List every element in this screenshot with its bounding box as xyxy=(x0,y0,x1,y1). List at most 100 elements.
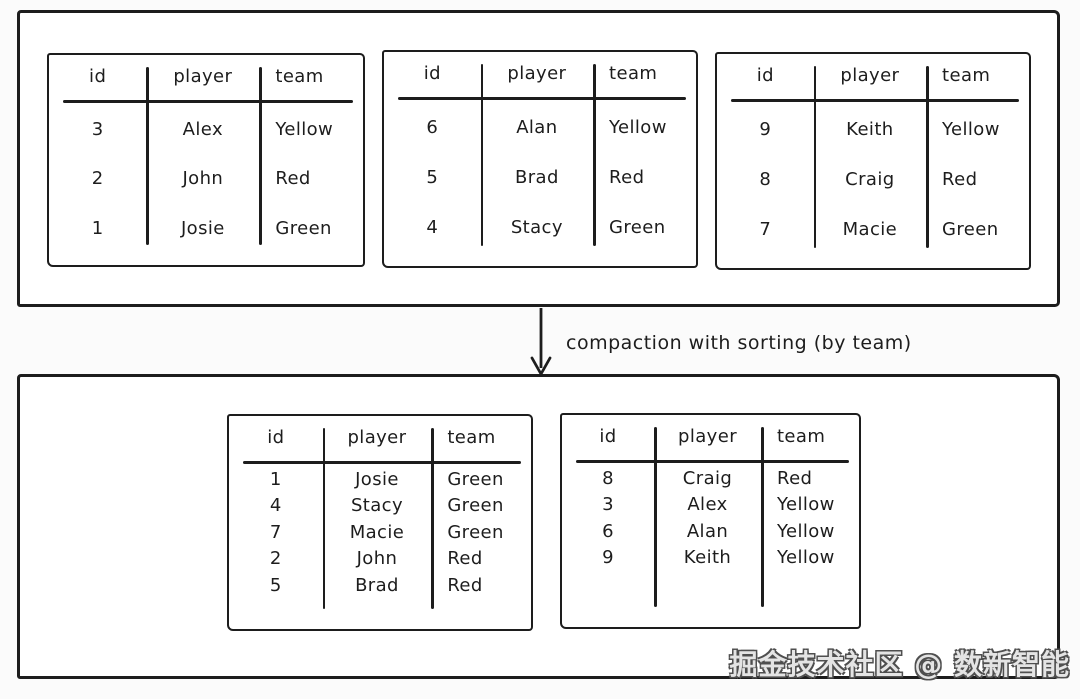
table-cell-team: Red xyxy=(447,574,483,596)
table-cell-id: 5 xyxy=(269,574,282,596)
column-header-player: player xyxy=(347,427,407,448)
table-row: 4 Stacy Green xyxy=(229,493,531,520)
table-cell-player: Craig xyxy=(682,467,733,489)
column-divider xyxy=(760,427,764,607)
table-cell-player: Stacy xyxy=(350,495,403,517)
header-underline xyxy=(576,460,849,463)
table-cell-id: 2 xyxy=(91,168,104,190)
table-cell-player: Alex xyxy=(687,494,728,516)
table-cell-player: Alan xyxy=(516,116,558,138)
column-header-player: player xyxy=(507,63,567,84)
table-cell-team: Yellow xyxy=(275,119,334,141)
table-cell-id: 7 xyxy=(269,521,282,543)
column-divider xyxy=(480,64,484,246)
table-body: 3 Alex Yellow 2 John Red 1 Josie Green xyxy=(49,105,363,253)
table-cell-id: 8 xyxy=(759,168,772,190)
table-cell-team: Green xyxy=(447,495,504,517)
column-divider xyxy=(146,67,149,245)
table-cell-team: Yellow xyxy=(942,118,1000,140)
table-cell-player: Alan xyxy=(686,520,729,542)
table-cell-player: Macie xyxy=(349,521,405,543)
column-header-id: id xyxy=(599,426,617,447)
table-header: id player team xyxy=(49,66,363,87)
table-cell-id: 2 xyxy=(269,548,282,570)
table-cell-id: 8 xyxy=(602,467,614,489)
table-cell-id: 5 xyxy=(426,166,439,188)
table-cell-player: Stacy xyxy=(510,216,563,238)
column-divider xyxy=(813,66,817,248)
column-header-player: player xyxy=(173,66,233,87)
compaction-arrow-label: compaction with sorting (by team) xyxy=(566,332,912,354)
column-header-id: id xyxy=(89,66,107,87)
table-cell-player: Macie xyxy=(842,218,898,240)
table-header: id player team xyxy=(562,426,859,447)
column-divider xyxy=(259,67,262,245)
table-cell-team: Yellow xyxy=(776,494,835,516)
table-cell-team: Green xyxy=(447,521,504,543)
table-cell-player: Josie xyxy=(180,217,225,239)
column-header-id: id xyxy=(756,65,774,86)
column-divider xyxy=(926,66,929,248)
column-divider xyxy=(654,427,657,607)
watermark: 掘金技术社区 @ 数新智能 xyxy=(729,648,1070,681)
column-divider xyxy=(593,64,596,246)
header-underline xyxy=(731,99,1019,102)
table-cell-player: Brad xyxy=(514,166,559,188)
table-cell-player: Josie xyxy=(355,468,399,490)
table-cell-team: Green xyxy=(447,468,504,490)
table-row: 3 Alex Yellow xyxy=(49,105,363,154)
header-underline xyxy=(398,97,686,100)
compacted-files-group-box xyxy=(17,374,1060,679)
table-cell-team: Green xyxy=(942,218,999,240)
table-cell-id: 4 xyxy=(426,216,439,238)
table-cell-team: Yellow xyxy=(776,547,835,569)
column-header-id: id xyxy=(267,427,285,448)
table-cell-team: Red xyxy=(275,168,311,190)
table-cell-team: Yellow xyxy=(609,116,667,138)
column-header-id: id xyxy=(423,63,441,84)
table-cell-player: Keith xyxy=(846,118,894,140)
table-row: 7 Macie Green xyxy=(717,204,1029,254)
column-header-team: team xyxy=(942,65,991,86)
table-cell-team: Red xyxy=(942,168,978,190)
column-header-team: team xyxy=(447,427,496,448)
table-row: 2 John Red xyxy=(49,154,363,203)
header-underline xyxy=(63,100,353,103)
table-cell-player: John xyxy=(182,168,224,190)
table-cell-player: Alex xyxy=(182,119,223,141)
table-row: 3 Alex Yellow xyxy=(562,492,859,519)
table-cell-id: 9 xyxy=(602,547,614,569)
table-header: id player team xyxy=(717,65,1029,86)
column-header-player: player xyxy=(840,65,900,86)
table-cell-id: 3 xyxy=(91,119,104,141)
table-header: id player team xyxy=(229,427,531,448)
header-underline xyxy=(243,461,521,464)
column-header-team: team xyxy=(776,426,826,447)
column-header-player: player xyxy=(678,426,737,447)
table-cell-id: 7 xyxy=(759,218,772,240)
table-cell-player: John xyxy=(356,548,398,570)
table-cell-team: Green xyxy=(275,217,332,239)
table-cell-id: 1 xyxy=(91,217,104,239)
table-cell-team: Red xyxy=(447,548,483,570)
column-header-team: team xyxy=(609,63,658,84)
table-cell-id: 6 xyxy=(602,520,614,542)
table-cell-id: 4 xyxy=(269,495,282,517)
column-header-team: team xyxy=(275,66,324,87)
table-cell-id: 3 xyxy=(602,494,614,516)
